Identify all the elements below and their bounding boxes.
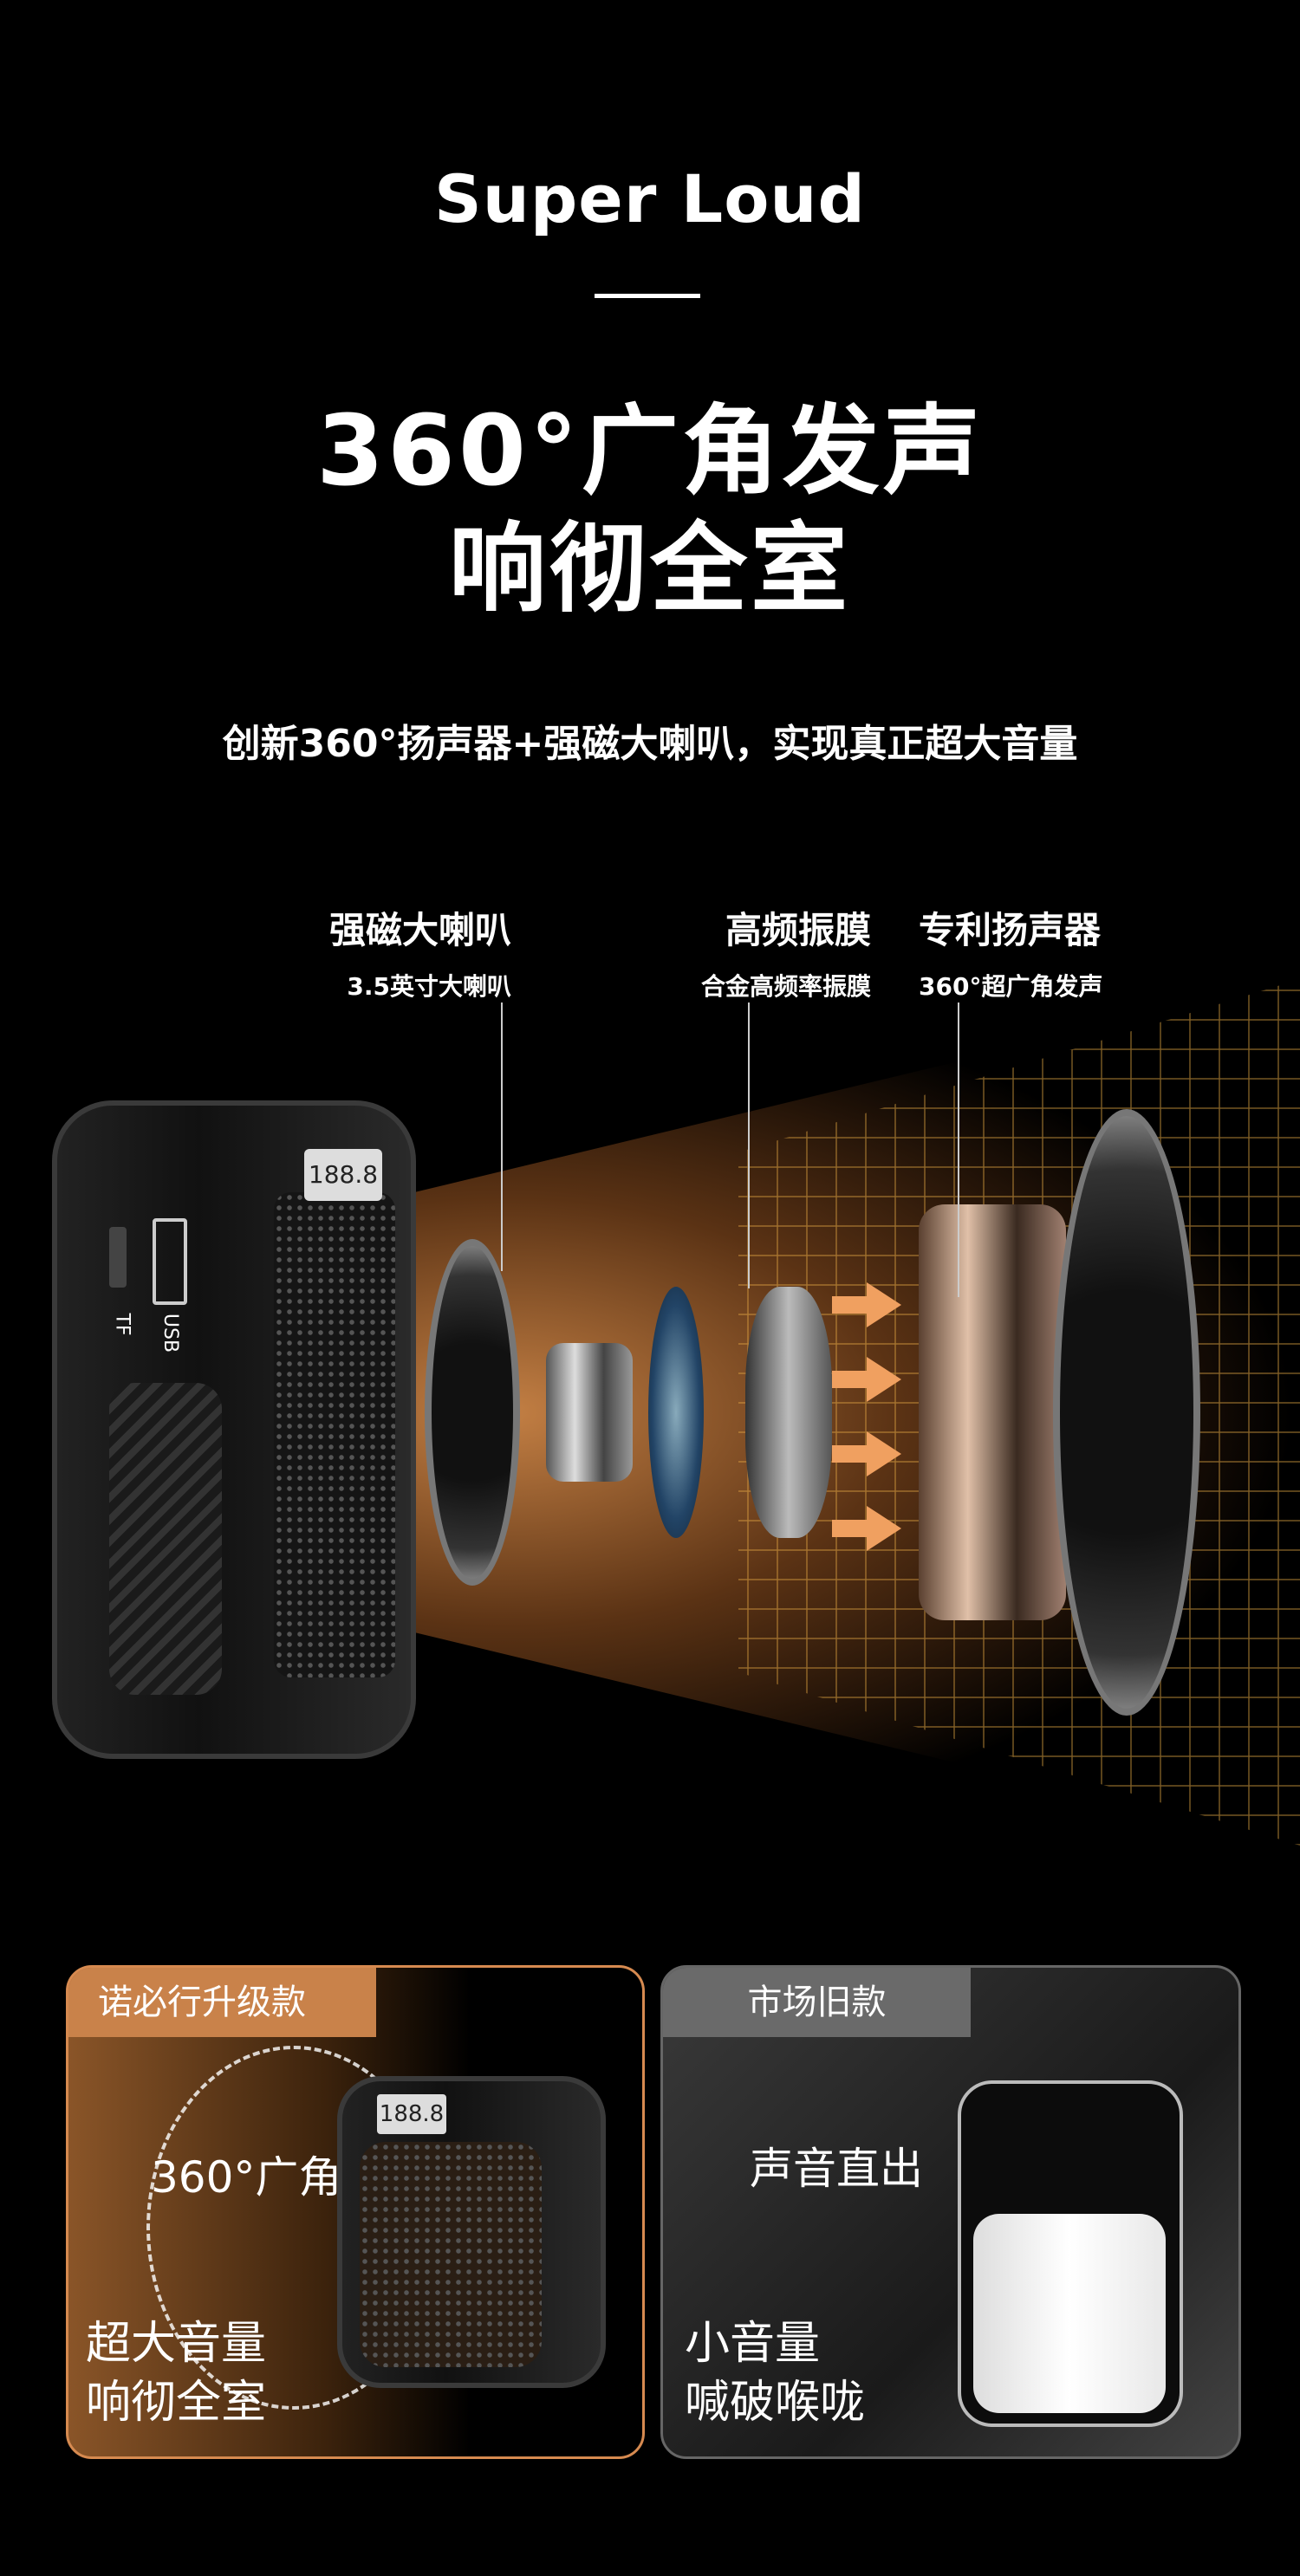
old-model-card: 市场旧款 声音直出 小音量 喊破喉咙 xyxy=(660,1965,1241,2459)
upgraded-device: 188.8 xyxy=(337,2076,606,2388)
label-sub: 合金高频率振膜 xyxy=(700,972,871,1001)
old-device xyxy=(958,2080,1183,2427)
speaker-grille xyxy=(360,2142,542,2367)
led-display: 188.8 xyxy=(304,1149,382,1201)
upgraded-model-card: 诺必行升级款 188.8 360°广角 超大音量 响彻全室 xyxy=(66,1965,645,2459)
label-title: 高频振膜 xyxy=(725,909,871,951)
upgraded-tag: 诺必行升级款 xyxy=(68,1968,376,2037)
feature-text: 360°广角 xyxy=(151,2152,342,2203)
label-diaphragm: 高频振膜 合金高频率振膜 xyxy=(607,901,871,1002)
divider xyxy=(595,294,700,298)
arrow-icon xyxy=(832,1282,901,1327)
effect-text: 响彻全室 xyxy=(86,2377,267,2429)
label-magnet-speaker: 强磁大喇叭 3.5英寸大喇叭 xyxy=(260,901,511,1002)
old-tag: 市场旧款 xyxy=(663,1968,971,2037)
leader-line xyxy=(501,1002,503,1271)
speaker-grille xyxy=(274,1192,395,1677)
patent-speaker-core xyxy=(919,1204,1066,1620)
label-sub: 3.5英寸大喇叭 xyxy=(347,972,511,1001)
exploded-product-view: 188.8 TF USB xyxy=(0,979,1300,1846)
leader-line xyxy=(958,1002,959,1297)
tf-slot xyxy=(109,1227,127,1288)
headline-line-1: 360°广角发声 xyxy=(316,395,984,508)
volume-text: 超大音量 xyxy=(86,2318,267,2370)
diaphragm-plate xyxy=(745,1287,832,1538)
feature-text: 声音直出 xyxy=(750,2144,923,2194)
arrows xyxy=(832,1282,901,1551)
speaker-device: 188.8 TF USB xyxy=(52,1100,416,1759)
led-display: 188.8 xyxy=(377,2094,446,2134)
effect-text: 喊破喉咙 xyxy=(685,2377,866,2429)
blue-diaphragm xyxy=(648,1287,704,1538)
usb-label: USB xyxy=(159,1313,182,1353)
magnet-ring xyxy=(546,1343,633,1482)
grip-texture xyxy=(109,1383,222,1695)
dashed-arc xyxy=(146,2046,441,2410)
english-title: Super Loud xyxy=(434,160,866,237)
label-patent-speaker: 专利扬声器 360°超广角发声 xyxy=(919,901,1153,1002)
headline-line-2: 响彻全室 xyxy=(449,513,851,626)
volume-text: 小音量 xyxy=(685,2318,821,2370)
white-grille xyxy=(973,2214,1166,2413)
arrow-icon xyxy=(832,1357,901,1402)
leader-line xyxy=(748,1002,750,1288)
label-title: 专利扬声器 xyxy=(919,909,1102,951)
label-title: 强磁大喇叭 xyxy=(328,909,511,951)
subtitle: 创新360°扬声器+强磁大喇叭，实现真正超大音量 xyxy=(222,722,1078,766)
label-sub: 360°超广角发声 xyxy=(919,972,1103,1001)
magnet-speaker-icon xyxy=(425,1239,520,1586)
arrow-icon xyxy=(832,1506,901,1551)
arrow-icon xyxy=(832,1431,901,1476)
large-speaker-cone xyxy=(1053,1109,1200,1716)
usb-port xyxy=(153,1218,187,1305)
tf-label: TF xyxy=(111,1313,133,1336)
